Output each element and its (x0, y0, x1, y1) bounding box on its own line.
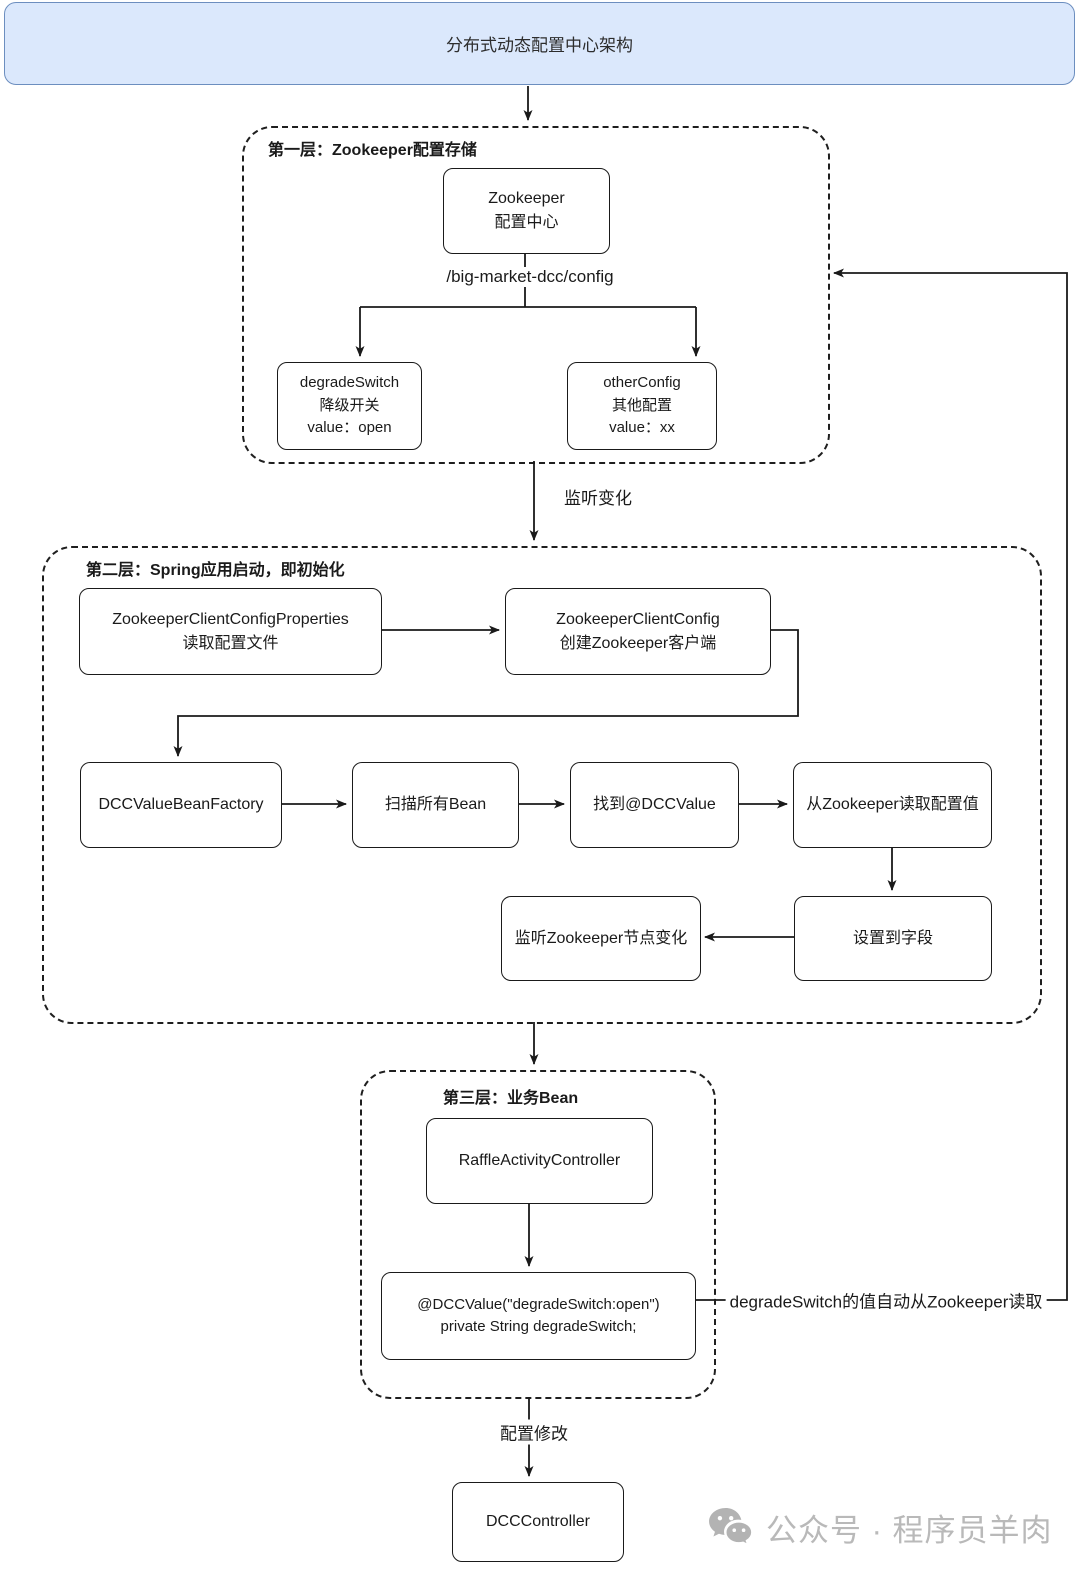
node-text: value：open (307, 419, 392, 437)
watermark-text: 公众号 · 程序员羊肉 (766, 1513, 1053, 1548)
node-text: DCCValueBeanFactory (98, 796, 264, 813)
node-text: RaffleActivityController (458, 1152, 621, 1169)
node-zookeeper-client-config: ZookeeperClientConfig 创建Zookeeper客户端 (505, 588, 771, 675)
wechat-icon (709, 1507, 753, 1546)
node-zookeeper-config-center: Zookeeper 配置中心 (443, 168, 610, 254)
node-text: 读取配置文件 (182, 634, 279, 652)
node-scan-all-beans: 扫描所有Bean (352, 762, 519, 848)
node-text: 设置到字段 (852, 929, 933, 947)
layer3-label: 第三层：业务Bean (443, 1090, 579, 1107)
node-zookeeper-client-config-properties: ZookeeperClientConfigProperties 读取配置文件 (79, 588, 382, 675)
node-set-to-field: 设置到字段 (794, 896, 992, 981)
edge-clientconfig-to-beanfactory (173, 629, 799, 757)
node-find-dcc-value: 找到@DCCValue (570, 762, 739, 848)
node-raffle-activity-controller: RaffleActivityController (426, 1118, 653, 1204)
node-text: 监听Zookeeper节点变化 (514, 929, 688, 947)
node-text: 其他配置 (611, 396, 672, 414)
node-dcc-value-bean-factory: DCCValueBeanFactory (80, 762, 282, 848)
node-text: 创建Zookeeper客户端 (559, 634, 717, 652)
node-text: 降级开关 (319, 396, 380, 414)
layer2-container (42, 546, 1042, 1024)
node-text: private String degradeSwitch; (440, 1318, 637, 1335)
node-dcc-controller: DCCController (452, 1482, 624, 1562)
node-text: DCCController (485, 1513, 591, 1530)
node-listen-zookeeper-node-change: 监听Zookeeper节点变化 (501, 896, 701, 981)
node-text: @DCCValue("degradeSwitch:open") (417, 1295, 660, 1313)
watermark: 公众号 · 程序员羊肉 (708, 1505, 1053, 1550)
node-text: ZookeeperClientConfig (556, 610, 720, 628)
node-degrade-switch: degradeSwitch 降级开关 value：open (277, 362, 422, 450)
title-banner: 分布式动态配置中心架构 (4, 2, 1075, 85)
edge-label-config-modify: 配置修改 (496, 1419, 572, 1445)
layer2-label: 第二层：Spring应用启动，即初始化 (86, 562, 345, 579)
edge-label-auto-read: degradeSwitch的值自动从Zookeeper读取 (725, 1287, 1047, 1313)
node-text: ZookeeperClientConfigProperties (112, 610, 349, 628)
node-text: 从Zookeeper读取配置值 (806, 796, 979, 813)
node-text: Zookeeper (488, 190, 565, 207)
node-text: value：xx (609, 419, 675, 437)
node-text: 找到@DCCValue (593, 796, 716, 813)
node-dcc-value-annotation: @DCCValue("degradeSwitch:open") private … (381, 1272, 696, 1360)
layer3-container (360, 1070, 716, 1399)
node-text: degradeSwitch (299, 374, 400, 392)
node-read-config-from-zookeeper: 从Zookeeper读取配置值 (793, 762, 992, 848)
node-other-config: otherConfig 其他配置 value：xx (567, 362, 717, 450)
node-text: 配置中心 (494, 214, 559, 231)
diagram-title: 分布式动态配置中心架构 (446, 36, 633, 55)
layer1-container (242, 126, 830, 464)
node-text: otherConfig (603, 374, 681, 392)
edge-label-listen-change: 监听变化 (564, 489, 632, 508)
node-text: 扫描所有Bean (384, 796, 487, 813)
layer1-label: 第一层：Zookeeper配置存储 (268, 142, 477, 159)
edge-label-zk-path: /big-market-dcc/config (442, 267, 618, 287)
